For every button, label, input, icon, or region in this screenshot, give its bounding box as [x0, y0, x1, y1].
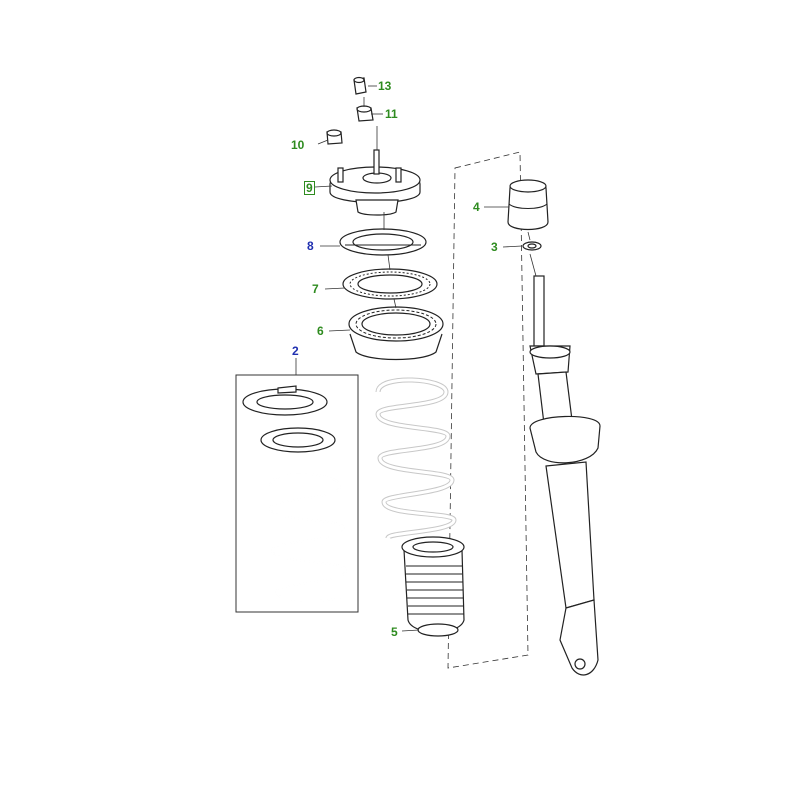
part-11-nut [356, 105, 374, 122]
callout-2[interactable]: 2 [292, 344, 299, 358]
part-10-nut [326, 129, 343, 145]
part-5-dust-boot [401, 536, 465, 637]
callout-5[interactable]: 5 [391, 625, 398, 639]
ghost-coil-spring [375, 377, 457, 541]
part-13-cap [353, 76, 367, 95]
spring-kit-frame [235, 374, 359, 613]
callout-8[interactable]: 8 [307, 239, 314, 253]
callout-3[interactable]: 3 [491, 240, 498, 254]
strut-assembly [529, 275, 601, 676]
part-6-spring-seat [348, 306, 444, 361]
part-7-bearing [342, 268, 438, 300]
part-3-washer [522, 241, 542, 251]
leader-lines [295, 85, 537, 632]
callout-7[interactable]: 7 [312, 282, 319, 296]
part-9-top-mount [329, 149, 421, 216]
part-2-spring-kit [242, 385, 348, 602]
assembly-dashed-frame [447, 151, 529, 669]
callout-4[interactable]: 4 [473, 200, 480, 214]
part-4-bump-stop [507, 179, 549, 231]
part-8-ring [339, 228, 427, 256]
callout-9[interactable]: 9 [304, 181, 315, 195]
callout-10[interactable]: 10 [291, 138, 305, 152]
callout-13[interactable]: 13 [378, 79, 392, 93]
callout-6[interactable]: 6 [317, 324, 324, 338]
callout-11[interactable]: 11 [385, 107, 398, 121]
